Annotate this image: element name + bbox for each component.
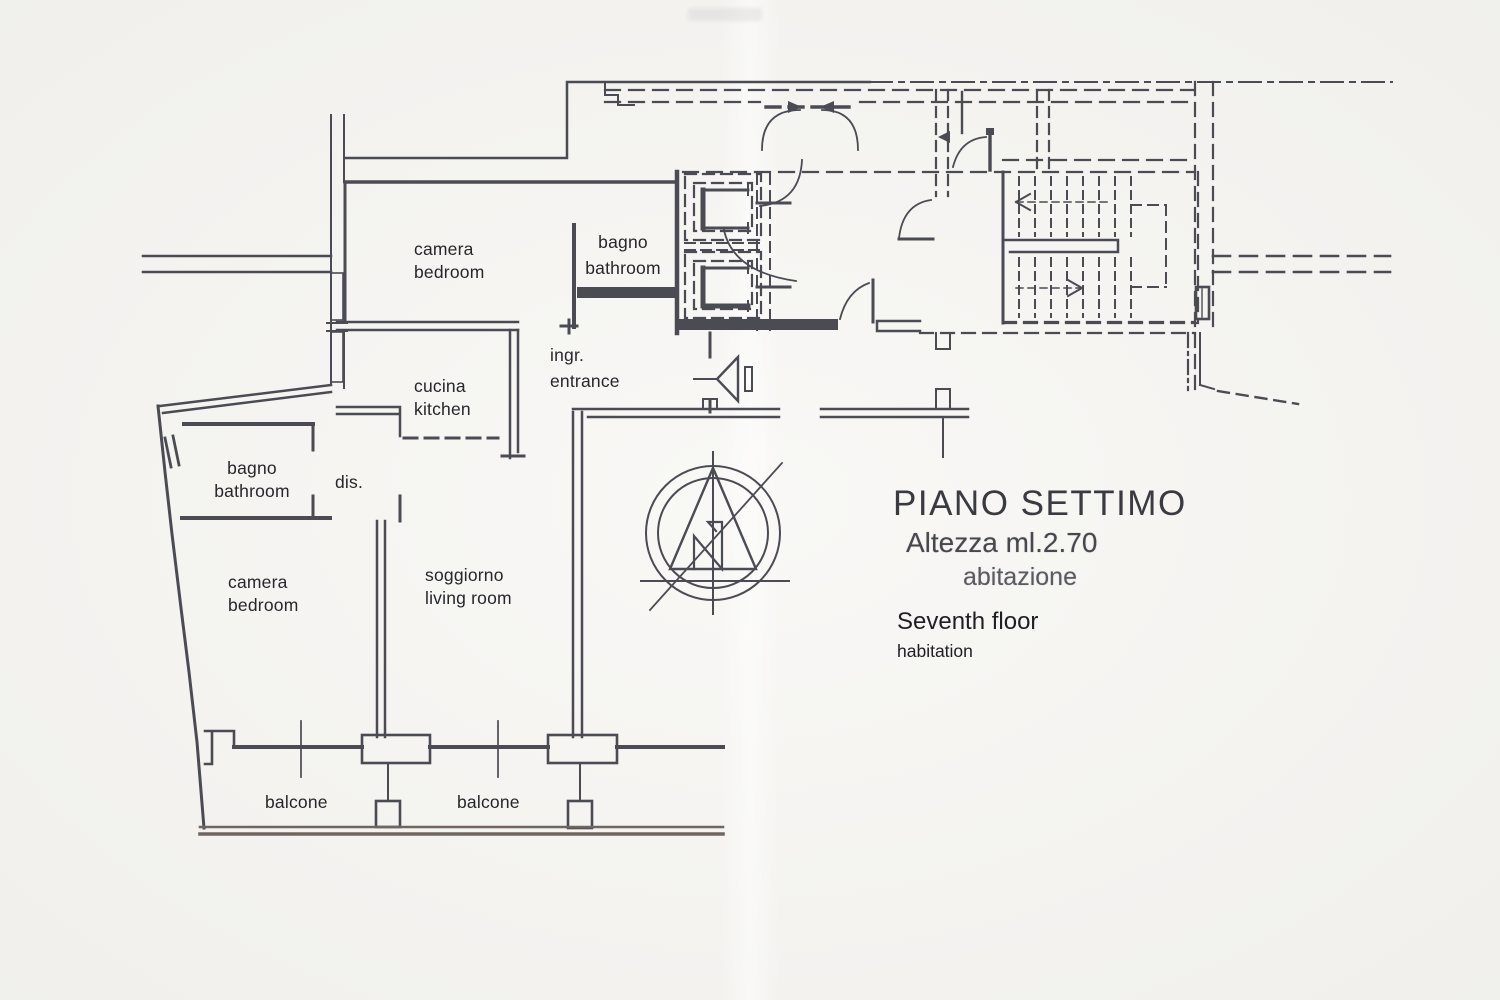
room-label-hallway: dis. bbox=[335, 471, 363, 494]
door-arcs bbox=[722, 90, 994, 324]
scan-artifact bbox=[688, 8, 762, 21]
balcony-divider bbox=[300, 720, 499, 778]
elevator-shaft-2 bbox=[683, 250, 763, 320]
door-arc bbox=[759, 159, 803, 207]
room-label-en: entrance bbox=[550, 371, 620, 391]
room-label-bathroom-left: bagno bathroom bbox=[196, 457, 308, 503]
door-arc bbox=[898, 198, 933, 239]
room-label-it: camera bbox=[414, 239, 474, 259]
pillar bbox=[360, 733, 432, 765]
room-label-kitchen: cucina kitchen bbox=[414, 375, 471, 421]
pillar-base bbox=[374, 799, 402, 829]
balcony-rail bbox=[198, 825, 725, 836]
corridor-walls bbox=[603, 80, 1392, 406]
door-arrow-icon bbox=[820, 101, 834, 113]
windows bbox=[163, 272, 1211, 469]
balcony bbox=[198, 720, 725, 836]
room-label-it: balcone bbox=[457, 792, 520, 812]
room-label-it: bagno bbox=[598, 232, 648, 252]
room-label-living-room: soggiorno living room bbox=[425, 564, 512, 610]
room-label-bedroom-top: camera bedroom bbox=[414, 238, 484, 284]
window-icon bbox=[330, 331, 344, 383]
room-label-en: bedroom bbox=[414, 262, 485, 282]
room-label-bathroom-top: bagno bathroom bbox=[570, 229, 676, 281]
door-arrow-icon bbox=[788, 101, 802, 113]
door-arrow-icon bbox=[938, 131, 950, 143]
door-arc bbox=[761, 109, 801, 151]
room-label-en: kitchen bbox=[414, 399, 471, 419]
use-note-en: habitation bbox=[897, 641, 973, 661]
room-label-en: bathroom bbox=[585, 258, 661, 278]
room-label-en: bedroom bbox=[228, 595, 299, 615]
door-arc bbox=[821, 109, 859, 151]
north-compass-icon bbox=[640, 451, 790, 615]
room-label-en: living room bbox=[425, 588, 512, 608]
use-note: abitazione bbox=[963, 563, 1077, 591]
window-icon bbox=[330, 272, 344, 321]
room-label-it: camera bbox=[228, 572, 288, 592]
staircase bbox=[1001, 170, 1200, 325]
room-label-it: ingr. bbox=[550, 345, 585, 365]
stair-treads bbox=[1018, 176, 1132, 318]
window-icon bbox=[163, 434, 181, 469]
floor-title-en: Seventh floor bbox=[897, 608, 1039, 635]
room-label-bedroom-bottom: camera bedroom bbox=[228, 571, 298, 617]
entrance-door-icon bbox=[693, 331, 753, 414]
door-arc bbox=[951, 136, 987, 169]
stair-arrow-up bbox=[1014, 192, 1109, 212]
room-label-balcony-left: balcone bbox=[265, 791, 328, 814]
room-label-entrance: ingr. entrance bbox=[550, 342, 620, 394]
stair-arrow-down bbox=[1015, 278, 1084, 298]
room-label-it: dis. bbox=[335, 472, 364, 492]
room-label-balcony-right: balcone bbox=[457, 791, 520, 814]
room-label-it: bagno bbox=[227, 458, 277, 478]
room-label-it: soggiorno bbox=[425, 565, 504, 585]
apartment-walls bbox=[156, 169, 970, 830]
stair-landing bbox=[1001, 238, 1120, 254]
room-label-it: cucina bbox=[414, 376, 466, 396]
height-note: Altezza ml.2.70 bbox=[906, 527, 1098, 558]
door-arc bbox=[838, 281, 871, 321]
room-label-en: bathroom bbox=[214, 481, 290, 501]
door-arc bbox=[722, 228, 798, 283]
room-label-it: balcone bbox=[265, 792, 328, 812]
pillar-base bbox=[566, 799, 594, 830]
floor-title: PIANO SETTIMO bbox=[893, 484, 1187, 523]
pillar bbox=[546, 733, 619, 765]
title-block: PIANO SETTIMO Altezza ml.2.70 abitazione… bbox=[893, 484, 1313, 662]
elevator-shaft-1 bbox=[683, 172, 763, 242]
